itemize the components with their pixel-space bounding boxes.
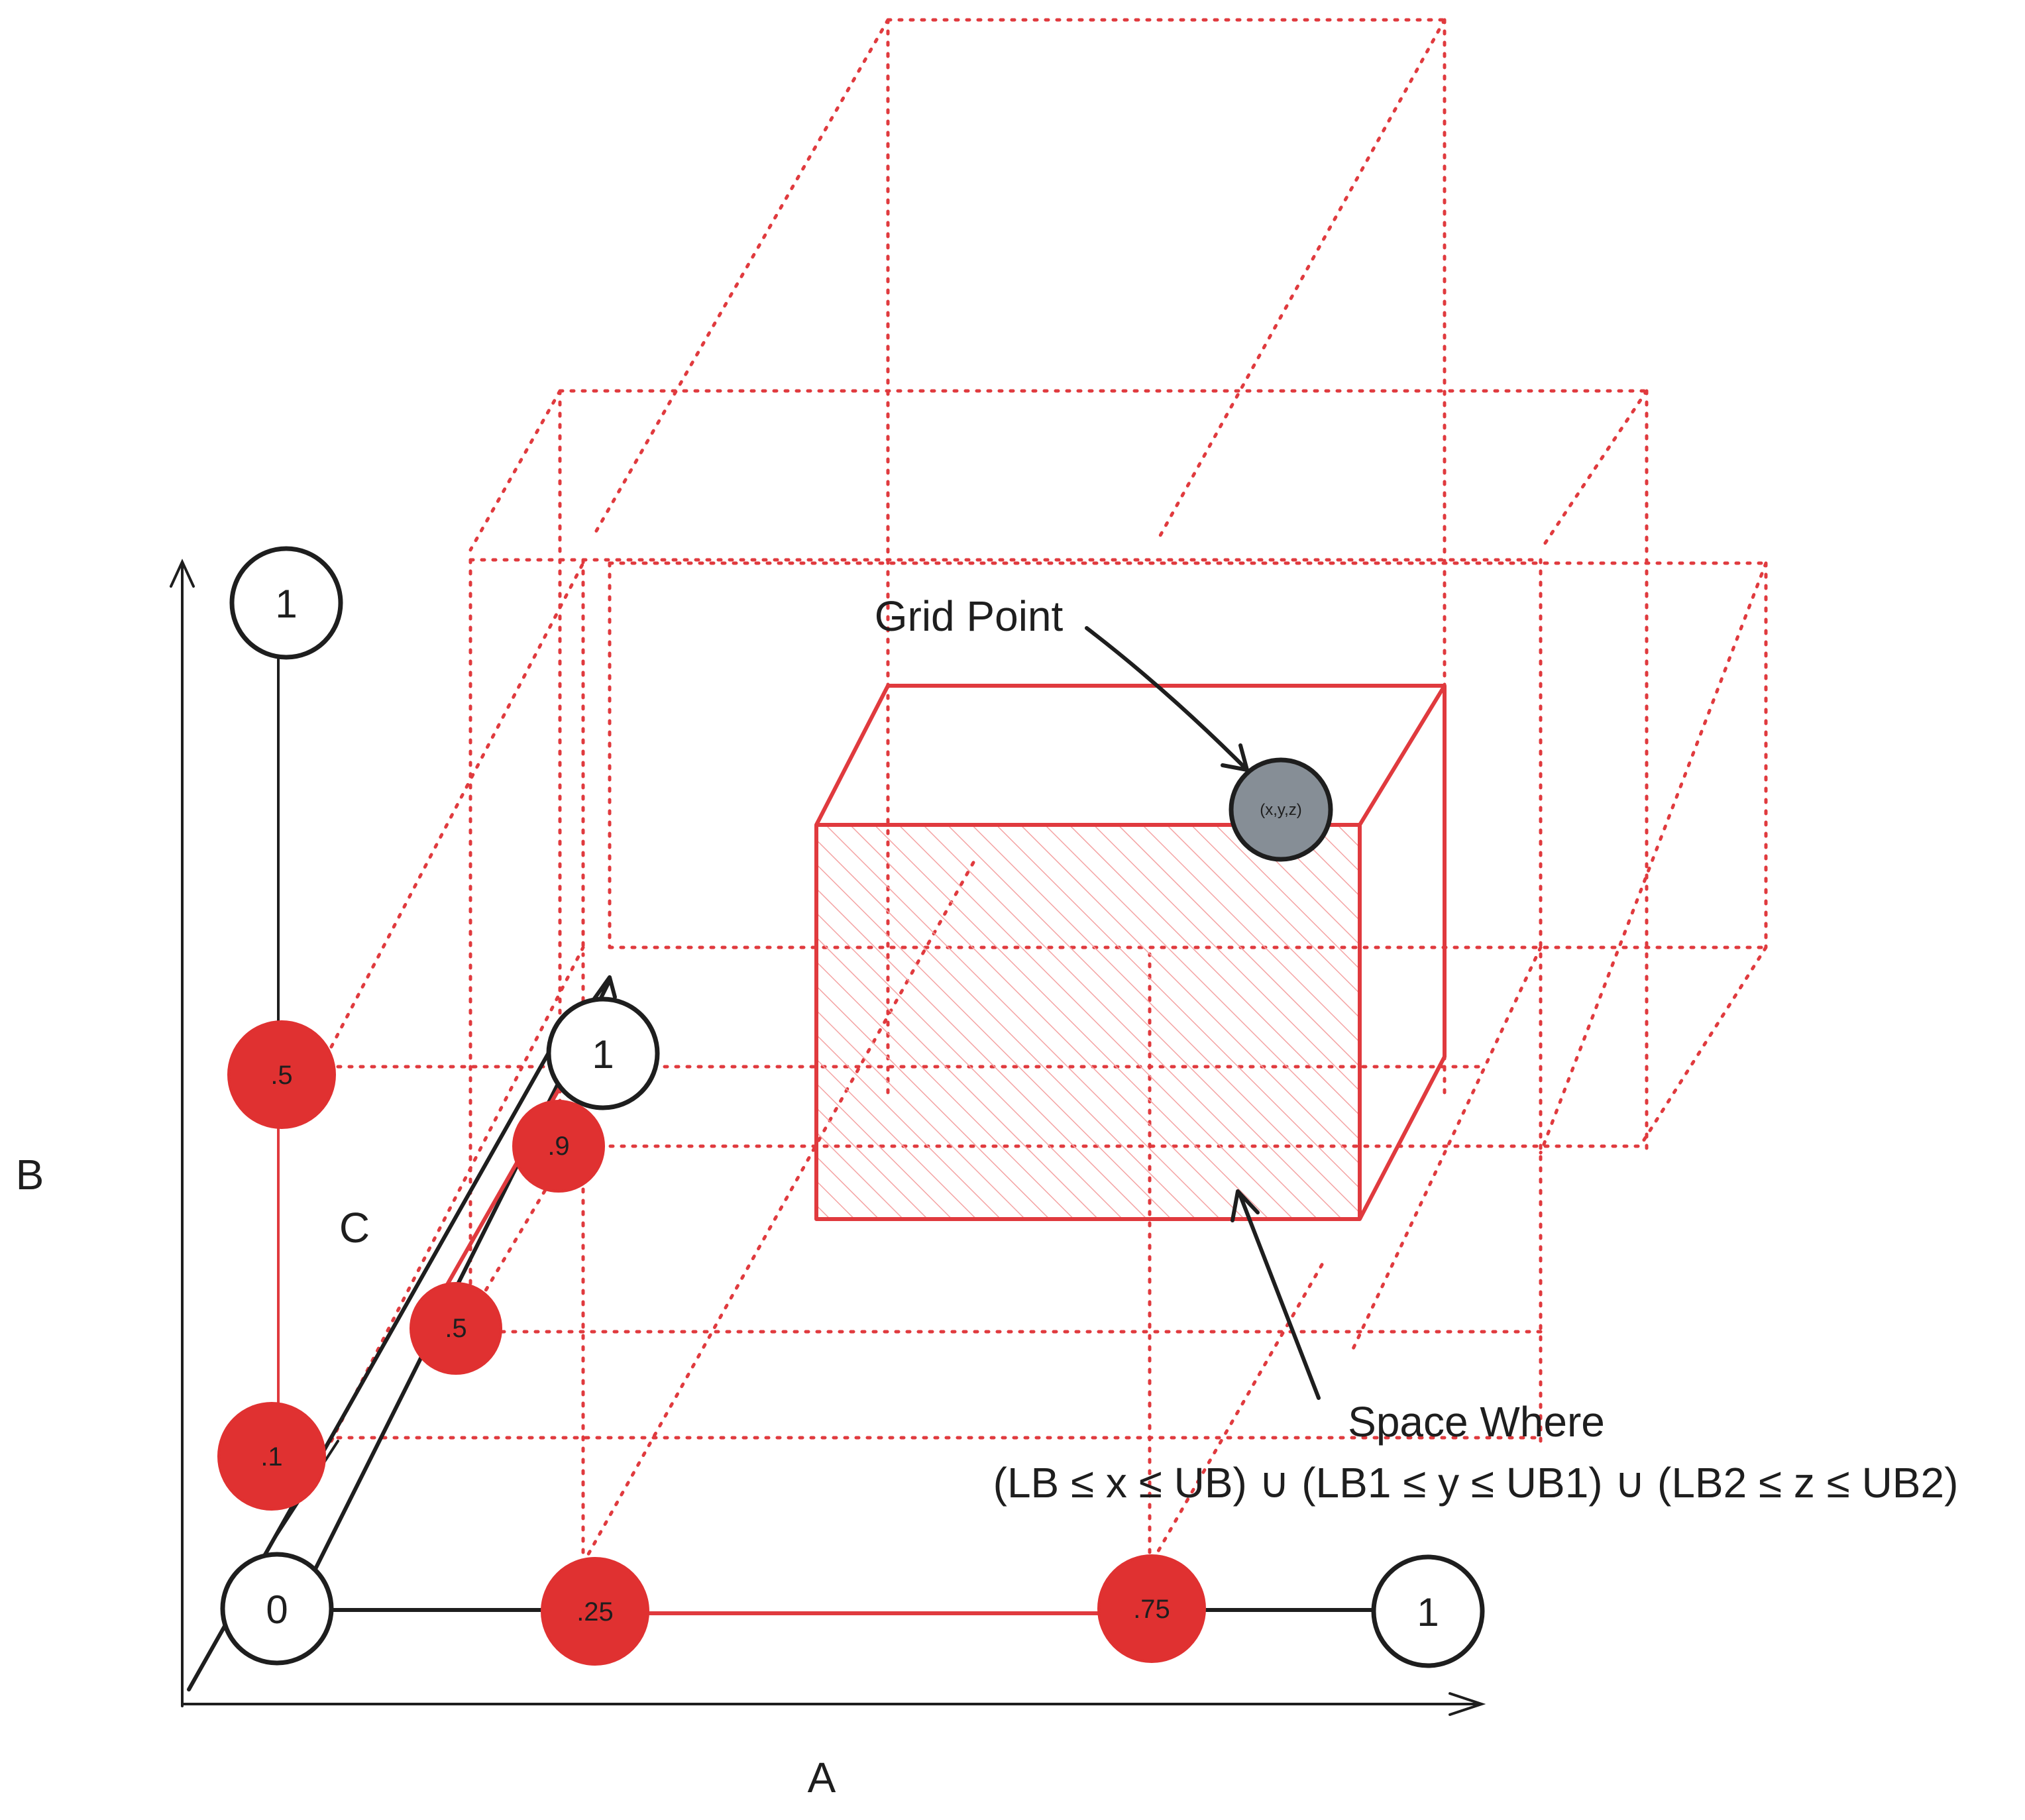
nodes: 0 1 1 1 .25 .75 .5 .1 .5 .9 (x,y,z) (217, 546, 1485, 1668)
b-low-label: .1 (260, 1442, 282, 1472)
b-low-node (217, 1402, 326, 1511)
c-low-node (410, 1282, 502, 1375)
c-end-label: 1 (592, 1032, 614, 1077)
b-axis-label: B (16, 1151, 44, 1199)
c-end-node (546, 996, 660, 1110)
grid-point-node (1229, 757, 1333, 862)
a-axis-label: A (808, 1754, 836, 1801)
grid-point-arrow (1085, 626, 1249, 772)
c-high-node (512, 1100, 605, 1193)
a-high-label: .75 (1133, 1595, 1170, 1624)
axis-labels: A B C (16, 1151, 836, 1801)
highlight-box (814, 684, 1447, 1221)
c-high-label: .9 (547, 1132, 569, 1161)
a-end-label: 1 (1417, 1590, 1439, 1634)
b-high-node (227, 1020, 336, 1129)
axes (170, 559, 1486, 1716)
dotted-grid (329, 18, 1768, 1566)
a-high-node (1097, 1554, 1206, 1663)
origin-node (220, 1552, 334, 1666)
b-end-node (229, 546, 343, 660)
space-caption-line2: (LB ≤ x ≤ UB) ∪ (LB1 ≤ y ≤ UB1) ∪ (LB2 ≤… (993, 1459, 1959, 1507)
annotations: Grid Point Space Where (LB ≤ x ≤ UB) ∪ (… (875, 592, 1959, 1507)
a-end-node (1371, 1554, 1485, 1668)
b-high-label: .5 (270, 1061, 292, 1090)
a-low-node (541, 1557, 649, 1666)
space-arrow (1231, 1189, 1321, 1400)
grid-point-caption: Grid Point (875, 592, 1064, 640)
c-axis-label: C (339, 1204, 370, 1252)
a-low-label: .25 (576, 1597, 614, 1627)
grid-point-coords: (x,y,z) (1260, 801, 1302, 819)
annotation-arrows (1085, 626, 1321, 1400)
c-low-label: .5 (445, 1314, 466, 1343)
a-axis-arrow (181, 1692, 1486, 1716)
origin-label: 0 (266, 1587, 288, 1632)
b-end-label: 1 (275, 582, 297, 626)
space-caption-line1: Space Where (1348, 1398, 1605, 1446)
b-axis-arrow (170, 559, 195, 1707)
